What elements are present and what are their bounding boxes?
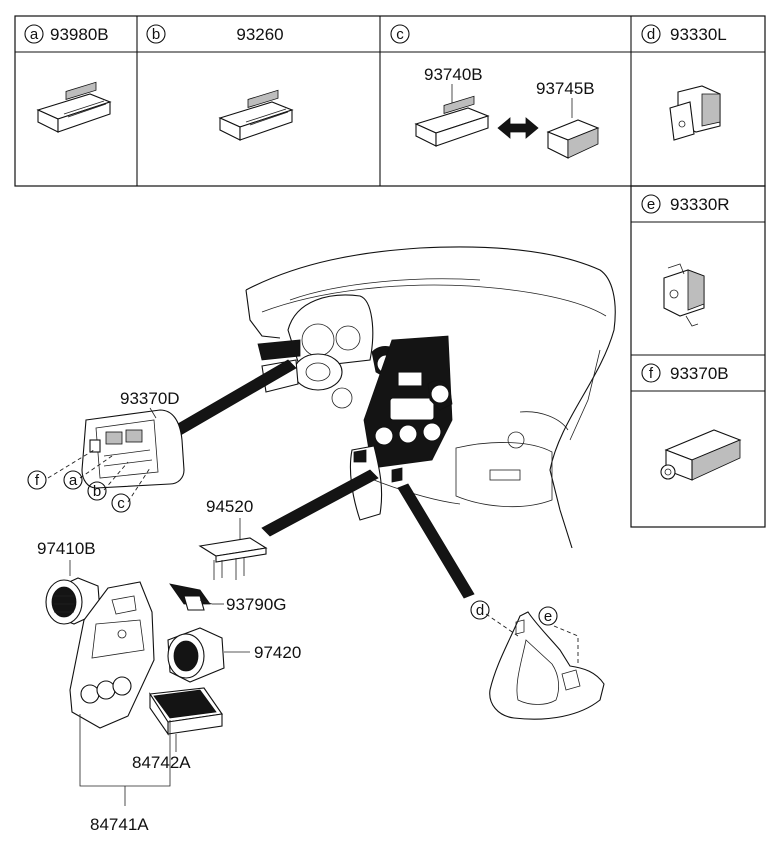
cell-e-letter: e (647, 196, 655, 213)
variant-93745B-label: 93745B (536, 79, 595, 98)
console-lower-drawing (489, 611, 605, 720)
switch-93330R-drawing (663, 263, 705, 327)
switch-93980B-drawing (36, 81, 112, 133)
cell-c-header: c (390, 24, 410, 44)
svg-text:e: e (544, 608, 552, 625)
leader-wedge-94520 (261, 469, 379, 537)
bracket-94520-drawing (198, 537, 268, 580)
panel-letter-c: c (111, 493, 131, 513)
center-panel-84741A-drawing (69, 581, 155, 729)
cell-d-code: 93330L (670, 25, 727, 44)
callout-97420: 97420 (254, 643, 301, 662)
connector-93790G-drawing (169, 583, 213, 611)
switch-93370B-drawing (660, 429, 742, 481)
callout-84741A: 84741A (90, 815, 149, 834)
cell-e-code: 93330R (670, 195, 730, 214)
dashboard-drawing (245, 246, 616, 549)
callout-93370D: 93370D (120, 389, 180, 408)
switch-93740B-drawing (414, 95, 490, 147)
vent-97420-drawing (167, 627, 225, 683)
cell-c-letter: c (396, 26, 404, 43)
cell-b-header: b 93260 (146, 24, 284, 44)
panel-letter-f: f (27, 470, 47, 490)
cell-f-code: 93370B (670, 364, 729, 383)
cell-d-letter: d (647, 26, 655, 43)
console-letter-e: e (538, 606, 558, 626)
panel-letter-b: b (87, 481, 107, 501)
cell-a-code: 93980B (50, 25, 109, 44)
cell-a-letter: a (30, 26, 39, 43)
cell-f-header: f 93370B (641, 363, 729, 383)
leader-wedge-console (397, 483, 475, 599)
leader-wedge-93370D (163, 359, 297, 441)
cell-b-code: 93260 (236, 25, 283, 44)
vent-97410B-drawing (45, 577, 101, 625)
callout-94520: 94520 (206, 497, 253, 516)
side-parts-table: e 93330R f 93370B (630, 185, 766, 528)
callout-97410B: 97410B (37, 539, 96, 558)
cell-f-letter: f (649, 365, 654, 382)
svg-text:f: f (35, 472, 40, 489)
svg-text:a: a (69, 472, 78, 489)
cell-e-header: e 93330R (641, 194, 730, 214)
callout-93790G: 93790G (226, 595, 287, 614)
double-arrow-icon (497, 117, 539, 139)
svg-text:c: c (117, 495, 125, 512)
variant-93740B-label: 93740B (424, 65, 483, 84)
top-parts-table: a 93980B b 93260 c d 93330L (14, 15, 766, 187)
cell-d-header: d 93330L (641, 24, 727, 44)
panel-letter-a: a (63, 470, 83, 490)
switch-93330L-drawing (669, 85, 721, 141)
svg-text:b: b (93, 483, 101, 500)
switch-93260-drawing (218, 89, 294, 141)
callout-84742A: 84742A (132, 753, 191, 772)
console-letter-d: d (470, 600, 490, 620)
display-84742A-drawing (149, 687, 223, 736)
cell-a-header: a 93980B (24, 24, 109, 44)
cell-b-letter: b (152, 26, 160, 43)
switch-panel-93370D-drawing (81, 409, 185, 489)
svg-text:d: d (476, 602, 484, 619)
switch-93745B-drawing (546, 119, 600, 159)
